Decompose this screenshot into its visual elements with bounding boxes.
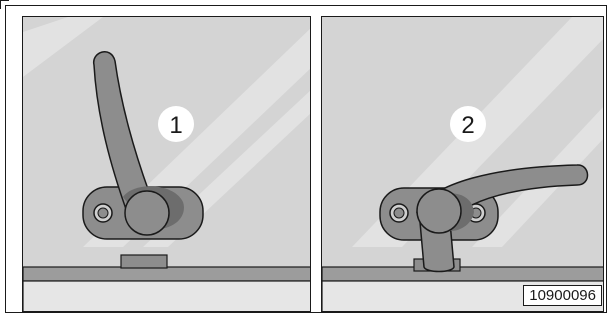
window-sill [23,280,310,311]
handle-lever [93,51,150,214]
handle-hub [416,188,462,234]
glass-reflection [23,17,103,77]
step-number-1: 1 [169,112,182,139]
panel-1-drawing: 1 [23,17,310,311]
step-badge-1 [158,106,194,142]
window-frame-bar [23,266,310,282]
screw-head [97,207,109,219]
handle-hub [124,190,170,236]
corner-mark [0,0,9,9]
step-number-2: 2 [461,112,474,139]
handle-latch [419,221,455,273]
panel-handle-vertical: 1 [22,16,311,312]
panel-2-drawing: 2 [322,17,603,311]
figure-reference-number: 10900096 [523,285,602,306]
window-frame-bar [322,266,603,282]
panel-handle-horizontal: 2 [321,16,604,312]
keeper-block [120,254,168,269]
figure-frame [5,5,607,313]
step-badge-2 [450,106,486,142]
screw-head [393,207,405,219]
